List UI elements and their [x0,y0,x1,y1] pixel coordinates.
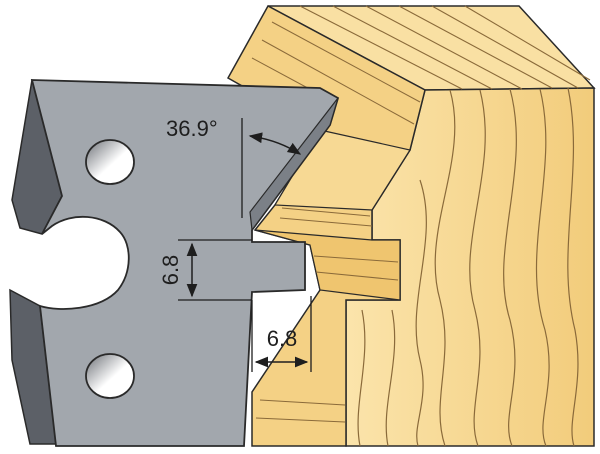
mounting-hole-bottom [85,353,135,399]
groove-depth-label: 6.8 [158,255,183,286]
wood-groove-band [254,229,401,301]
groove-width-label: 6.8 [267,326,298,351]
wood-end-grain [357,87,579,447]
wood-top-grain [299,5,591,90]
wood-workpiece [226,4,596,447]
angle-label: 36.9° [166,116,218,141]
profile-knife [9,78,340,447]
dimension-annotations: 36.9° 6.8 6.8 [158,116,312,372]
wood-profile-face [226,4,426,447]
knife-bevel [249,97,339,232]
angle-arc-arrow [248,132,302,155]
mounting-hole-top [85,139,135,185]
